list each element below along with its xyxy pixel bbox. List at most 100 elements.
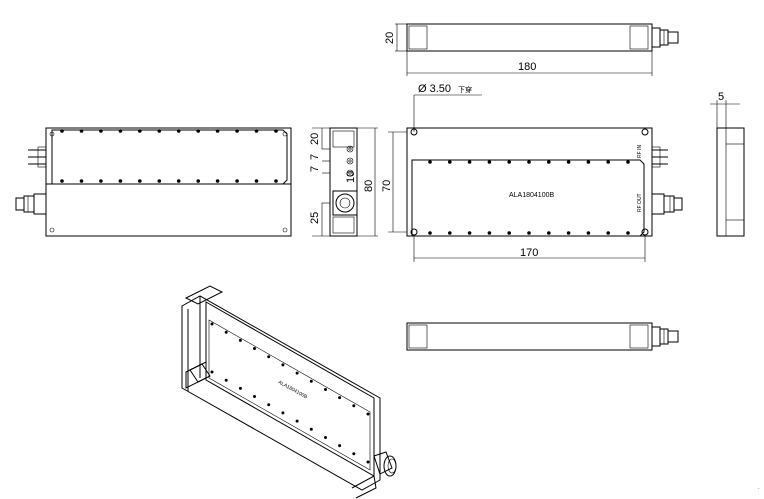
screw-dot bbox=[586, 231, 591, 235]
screw-dot bbox=[626, 231, 630, 235]
lid-screws-bottom bbox=[60, 179, 278, 183]
screw-dot bbox=[527, 160, 531, 164]
hole-dimension: Ø 3.50 bbox=[418, 83, 451, 95]
screw-dot bbox=[176, 179, 181, 183]
screw-dot bbox=[215, 179, 220, 183]
screw-dot bbox=[274, 179, 278, 183]
screw-dot bbox=[176, 129, 181, 133]
iso-model-label: ALA1804100B bbox=[277, 380, 309, 401]
screw-dot bbox=[254, 129, 259, 133]
iso-screw-dot bbox=[238, 386, 242, 390]
screw-dot bbox=[138, 179, 142, 183]
isometric-view: ALA1804100B bbox=[181, 285, 397, 499]
screw-dot bbox=[566, 231, 571, 235]
iso-screw-dot bbox=[324, 388, 327, 391]
screw-dot bbox=[274, 129, 278, 133]
screw-dot bbox=[586, 160, 591, 164]
iso-screw-dot bbox=[324, 436, 327, 439]
screw-dot bbox=[467, 231, 472, 235]
iso-screw-dot bbox=[352, 404, 356, 408]
input-port-label: RF IN bbox=[637, 145, 643, 158]
screw-dot bbox=[448, 160, 452, 164]
screw-dot bbox=[79, 179, 84, 183]
front-screws-top bbox=[428, 160, 630, 164]
iso-screw-dot bbox=[366, 460, 370, 464]
feedthrough-pins bbox=[28, 146, 47, 168]
screw-dot bbox=[487, 231, 492, 235]
iso-screw-dot bbox=[210, 370, 214, 374]
iso-screw-dot bbox=[281, 411, 285, 415]
screw-dot bbox=[196, 129, 200, 133]
iso-screw-dot bbox=[309, 427, 313, 431]
screw-dot bbox=[157, 179, 162, 183]
dim-side-10: 10 bbox=[345, 171, 357, 183]
dim-side-7a: 7 bbox=[309, 154, 321, 160]
screw-dot bbox=[196, 179, 200, 183]
iso-screw-dot bbox=[210, 322, 214, 326]
output-port-label: RF OUT bbox=[637, 193, 643, 212]
iso-screw-dot bbox=[267, 403, 271, 407]
screw-dot bbox=[467, 160, 472, 164]
screw-dot bbox=[157, 129, 162, 133]
iso-screw-dot bbox=[281, 363, 285, 367]
front-view: ALA1804100B RF IN RF OUT Ø 3.50 下穿 70 17… bbox=[381, 83, 683, 262]
screw-dot bbox=[547, 160, 551, 164]
lid-screws-top bbox=[60, 129, 278, 133]
screw-dot bbox=[428, 160, 432, 164]
dim-side-80: 80 bbox=[363, 180, 375, 192]
rf-connector-left bbox=[15, 193, 47, 215]
back-view bbox=[15, 127, 292, 237]
model-label: ALA1804100B bbox=[509, 192, 554, 199]
screw-dot bbox=[606, 160, 610, 164]
dim-side-20: 20 bbox=[309, 133, 321, 145]
screw-dot bbox=[215, 129, 220, 133]
iso-screw-dot bbox=[295, 371, 299, 375]
dim-side-25: 25 bbox=[309, 212, 321, 224]
iso-screw-dot bbox=[338, 444, 342, 448]
corner-mark: · bbox=[758, 486, 760, 492]
screw-dot bbox=[138, 129, 142, 133]
screw-dot bbox=[507, 160, 512, 164]
screw-dot bbox=[254, 179, 259, 183]
screw-dot bbox=[118, 179, 123, 183]
hole-note: 下穿 bbox=[458, 85, 472, 94]
screw-dot bbox=[626, 160, 630, 164]
iso-screw-dot bbox=[309, 379, 313, 383]
screw-dot bbox=[99, 129, 103, 133]
screw-dot bbox=[606, 231, 610, 235]
screw-dot bbox=[235, 179, 239, 183]
iso-screw-dot bbox=[224, 378, 228, 382]
screw-dot bbox=[60, 129, 64, 133]
top-view: 20 180 bbox=[384, 23, 679, 76]
iso-screw-dot bbox=[338, 396, 342, 400]
screw-dot bbox=[60, 179, 64, 183]
end-view: 20 7 7 10 25 80 bbox=[309, 127, 378, 237]
dim-top-height: 20 bbox=[384, 32, 396, 44]
screw-dot bbox=[428, 231, 432, 235]
iso-screw-dot bbox=[352, 452, 356, 456]
iso-screws bbox=[210, 322, 370, 464]
dim-side-7b: 7 bbox=[309, 166, 321, 172]
screw-dot bbox=[547, 231, 551, 235]
screw-dot bbox=[118, 129, 123, 133]
screw-dot bbox=[527, 231, 531, 235]
bottom-view bbox=[406, 322, 679, 351]
dim-top-length: 180 bbox=[518, 61, 536, 73]
dim-front-170: 170 bbox=[520, 247, 538, 259]
screw-dot bbox=[448, 231, 452, 235]
iso-screw-dot bbox=[253, 347, 256, 350]
iso-screw-dot bbox=[238, 338, 242, 342]
screw-dot bbox=[235, 129, 239, 133]
right-end-view: 5 bbox=[710, 91, 745, 237]
screw-dot bbox=[79, 129, 84, 133]
screw-dot bbox=[99, 179, 103, 183]
screw-dot bbox=[566, 160, 571, 164]
iso-screw-dot bbox=[267, 355, 271, 359]
dim-right-5: 5 bbox=[718, 91, 724, 103]
iso-screw-dot bbox=[366, 412, 370, 416]
dim-front-70: 70 bbox=[381, 180, 393, 192]
screw-dot bbox=[507, 231, 512, 235]
screw-dot bbox=[487, 160, 492, 164]
iso-screw-dot bbox=[295, 419, 299, 423]
